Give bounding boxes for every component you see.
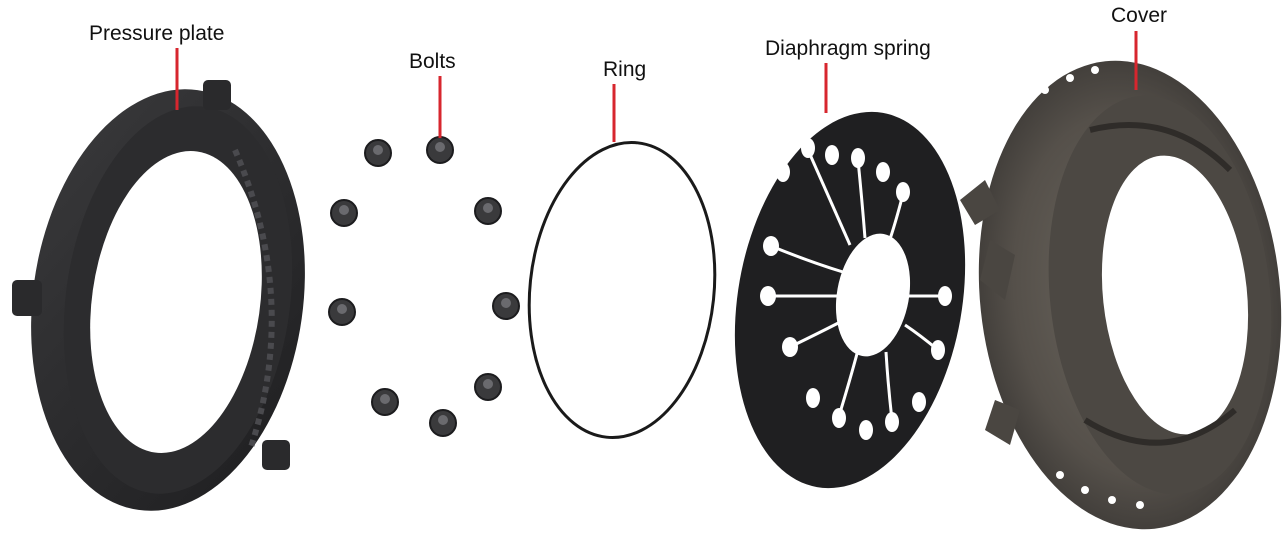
- label-ring: Ring: [603, 58, 646, 82]
- label-bolts: Bolts: [409, 50, 456, 74]
- bolt: [329, 137, 519, 436]
- pressure-plate-part: [5, 71, 331, 528]
- leader-lines: [177, 31, 1136, 142]
- cover-part: [956, 46, 1288, 540]
- label-cover: Cover: [1111, 4, 1167, 28]
- diaphragm-spring-part: [707, 93, 994, 506]
- ring-part: [515, 133, 729, 447]
- label-pressure-plate: Pressure plate: [89, 22, 224, 46]
- bolts-part: [329, 137, 519, 436]
- label-diaphragm-spring: Diaphragm spring: [765, 37, 931, 61]
